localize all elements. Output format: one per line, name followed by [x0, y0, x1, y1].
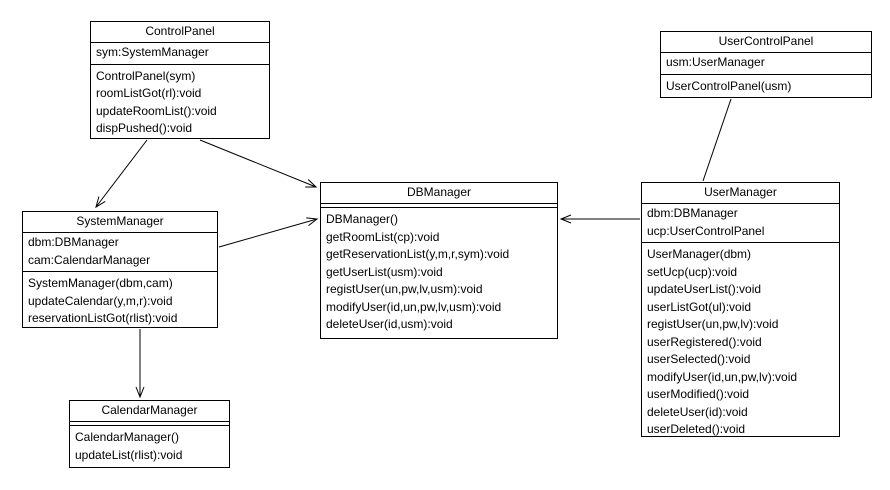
methods-compartment: UserManager(dbm) setUcp(ucp):void update… — [642, 243, 839, 436]
method: DBManager() — [326, 212, 399, 226]
attributes-compartment: dbm:DBManager ucp:UserControlPanel — [642, 204, 839, 243]
class-dbmanager[interactable]: DBManager DBManager() getRoomList(cp):vo… — [320, 182, 558, 339]
method: deleteUser(id,usm):void — [326, 317, 453, 331]
class-usermanager[interactable]: UserManager dbm:DBManager ucp:UserContro… — [641, 182, 840, 437]
class-name: SystemManager — [23, 212, 217, 233]
methods-compartment: DBManager() getRoomList(cp):void getRese… — [321, 208, 557, 338]
method: UserManager(dbm) — [647, 247, 752, 261]
method: userModified():void — [647, 387, 750, 401]
method: getRoomList(cp):void — [326, 229, 440, 244]
method: userSelected():void — [647, 352, 751, 366]
method: modifyUser(id,un,pw,lv):void — [647, 369, 798, 384]
method: userListGot(ul):void — [647, 299, 752, 314]
method: updateCalendar(y,m,r):void — [28, 293, 173, 308]
method: setUcp(ucp):void — [647, 264, 738, 279]
method: userRegistered():void — [647, 334, 762, 349]
class-usercontrolpanel[interactable]: UserControlPanel usm:UserManager UserCon… — [660, 31, 872, 98]
class-systemmanager[interactable]: SystemManager dbm:DBManager cam:Calendar… — [22, 211, 218, 328]
attribute: cam:CalendarManager — [28, 252, 151, 267]
method: CalendarManager() — [75, 430, 180, 444]
attribute: sym:SystemManager — [96, 45, 209, 59]
attributes-compartment — [70, 422, 229, 426]
class-name: CalendarManager — [70, 401, 229, 422]
class-controlpanel[interactable]: ControlPanel sym:SystemManager ControlPa… — [90, 21, 270, 139]
method: reservationListGot(rlist):void — [28, 311, 178, 325]
class-name: ControlPanel — [91, 22, 269, 43]
method: dispPushed():void — [96, 121, 193, 135]
methods-compartment: ControlPanel(sym) roomListGot(rl):void u… — [91, 65, 269, 139]
methods-compartment: CalendarManager() updateList(rlist):void — [70, 426, 229, 467]
relation-usercontrolpanel-to-usermanager-line — [702, 98, 732, 182]
methods-compartment: UserControlPanel(usm) — [661, 75, 871, 98]
relation-systemmanager-to-dbmanager-arrow — [218, 217, 319, 248]
relation-controlpanel-to-systemmanager-arrow — [95, 139, 148, 209]
class-name: UserControlPanel — [661, 32, 871, 53]
methods-compartment: SystemManager(dbm,cam) updateCalendar(y,… — [23, 272, 217, 327]
method: SystemManager(dbm,cam) — [28, 276, 173, 290]
class-calendarmanager[interactable]: CalendarManager CalendarManager() update… — [69, 400, 230, 468]
relation-controlpanel-to-dbmanager-arrow — [199, 139, 318, 188]
attribute: usm:UserManager — [666, 55, 765, 69]
attributes-compartment: dbm:DBManager cam:CalendarManager — [23, 233, 217, 272]
method: roomListGot(rl):void — [96, 86, 202, 100]
method: modifyUser(id,un,pw,lv,usm):void — [326, 299, 502, 314]
attributes-compartment — [321, 204, 557, 208]
method: userDeleted():void — [647, 422, 746, 436]
method: getUserList(usm):void — [326, 264, 443, 279]
method: registUser(un,pw,lv):void — [647, 317, 779, 331]
class-name: DBManager — [321, 183, 557, 204]
method: getReservationList(y,m,r,sym):void — [326, 247, 510, 261]
method: updateUserList():void — [647, 282, 762, 296]
attributes-compartment: sym:SystemManager — [91, 43, 269, 65]
attribute: dbm:DBManager — [647, 206, 738, 220]
class-name: UserManager — [642, 183, 839, 204]
attributes-compartment: usm:UserManager — [661, 53, 871, 75]
method: ControlPanel(sym) — [96, 68, 196, 83]
attribute: dbm:DBManager — [28, 235, 119, 249]
method: updateList(rlist):void — [75, 447, 183, 462]
method: updateRoomList():void — [96, 103, 217, 118]
attribute: ucp:UserControlPanel — [647, 223, 765, 238]
method: deleteUser(id):void — [647, 404, 748, 419]
method: registUser(un,pw,lv,usm):void — [326, 282, 483, 296]
method: UserControlPanel(usm) — [666, 78, 792, 93]
